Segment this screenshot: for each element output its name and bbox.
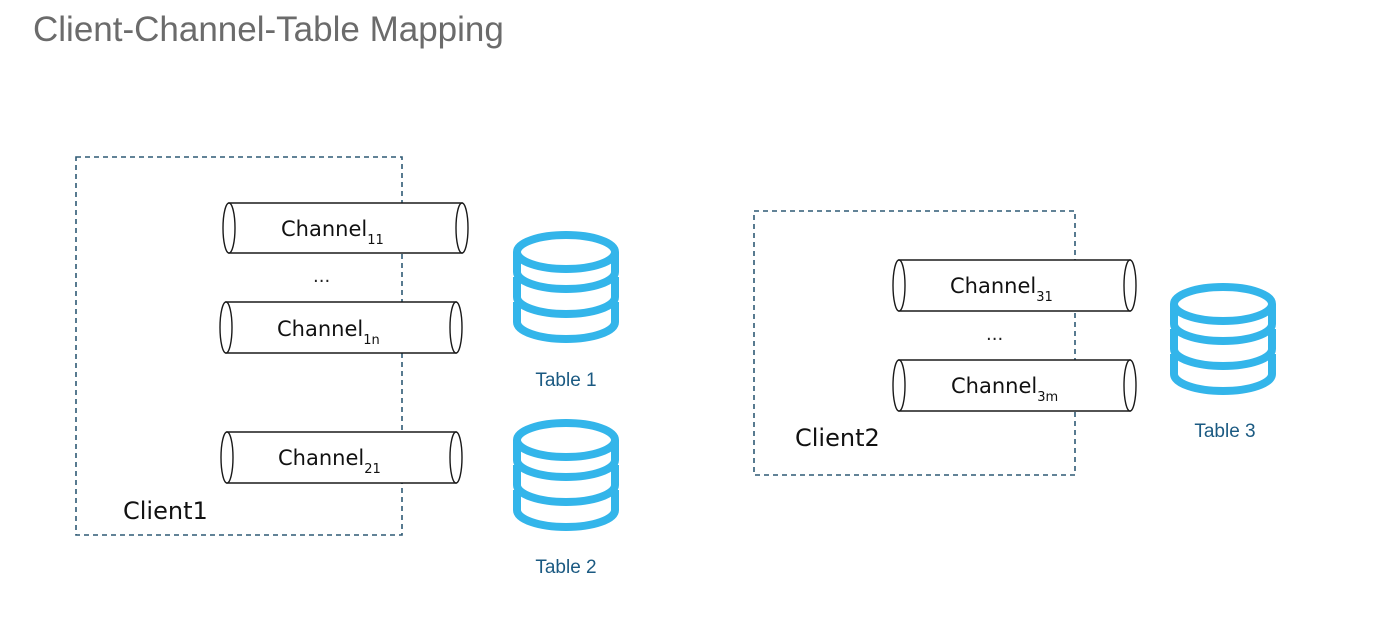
client-box-2 xyxy=(753,210,1076,476)
database-icon xyxy=(1174,287,1272,391)
channel-pipe: Channel1n xyxy=(219,301,463,354)
client-label: Client1 xyxy=(123,497,208,525)
channel-pipe: Channel3m xyxy=(892,359,1137,412)
ellipsis: ... xyxy=(986,324,1003,345)
table-1: Table 1 xyxy=(517,235,615,391)
channel-label: Channel31 xyxy=(950,274,1053,305)
ellipsis: ... xyxy=(313,266,330,287)
table-3: Table 3 xyxy=(1174,287,1272,442)
client-group-2: Client2 Channel31 ... Channel3m xyxy=(753,210,1137,476)
channel-label: Channel3m xyxy=(951,374,1058,405)
channel-label: Channel1n xyxy=(277,317,380,348)
table-label: Table 2 xyxy=(535,557,596,578)
client-label: Client2 xyxy=(795,424,880,452)
client-group-1: Client1 Channel11 ... Channel1n Channel2… xyxy=(75,156,469,536)
channel-pipe: Channel31 xyxy=(892,259,1137,312)
page-title: Client-Channel-Table Mapping xyxy=(33,10,504,49)
table-label: Table 1 xyxy=(535,370,596,391)
table-2: Table 2 xyxy=(517,423,615,578)
channel-pipe: Channel11 xyxy=(222,202,469,254)
database-icon xyxy=(517,423,615,527)
channel-label: Channel11 xyxy=(281,217,384,248)
database-icon xyxy=(517,235,615,339)
channel-label: Channel21 xyxy=(278,446,381,477)
channel-pipe: Channel21 xyxy=(220,431,463,484)
table-label: Table 3 xyxy=(1194,421,1255,442)
